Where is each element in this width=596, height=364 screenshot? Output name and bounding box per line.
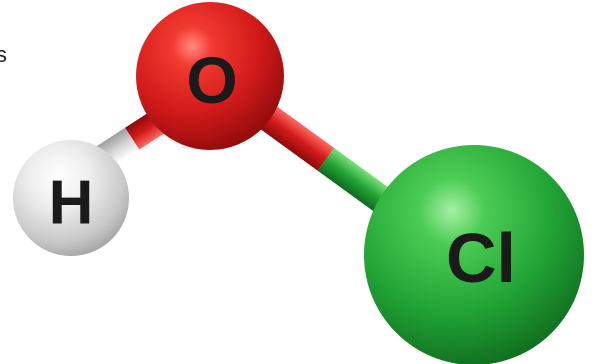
- edge-text-fragment: s: [0, 42, 7, 67]
- atom-oxygen: O: [136, 2, 284, 150]
- atom-chlorine-label: Cl: [446, 219, 516, 297]
- atom-chlorine: Cl: [364, 145, 584, 364]
- atom-hydrogen: H: [13, 140, 129, 256]
- atom-oxygen-label: O: [186, 43, 237, 117]
- atom-hydrogen-label: H: [49, 169, 94, 238]
